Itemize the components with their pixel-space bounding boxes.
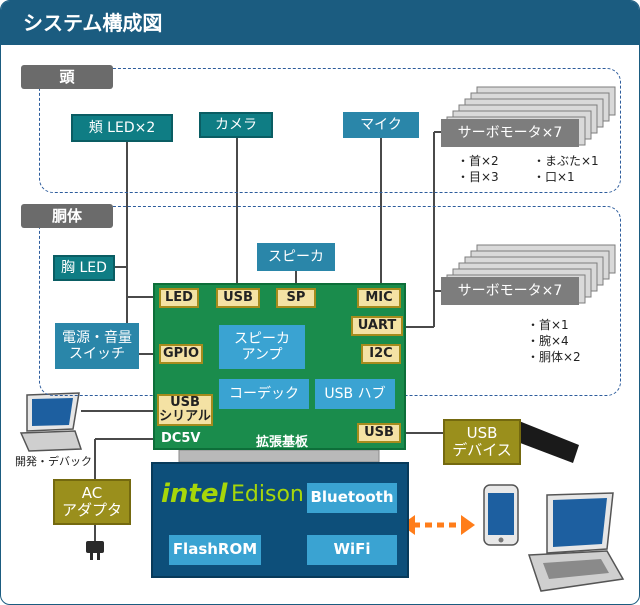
servo-head-notes-left: ・首×2 ・目×3	[457, 154, 499, 184]
board-port-mic: MIC	[357, 288, 401, 308]
section-head-label: 頭	[21, 65, 113, 89]
smartphone-icon	[483, 484, 519, 546]
intel-logo: intel	[161, 479, 228, 509]
wireless-link-arrow	[401, 515, 475, 535]
title-bar: システム構成図	[1, 1, 639, 45]
dev-debug-label: 開発・デバック	[15, 455, 92, 468]
expansion-board-name: 拡張基板	[256, 435, 309, 450]
flashrom-box: FlashROM	[169, 535, 261, 565]
chest-led-box: 胸 LED	[53, 255, 115, 281]
codec-box: コーデック	[219, 379, 309, 409]
mic-box: マイク	[343, 112, 419, 138]
servo-head-notes-right: ・まぶた×1 ・口×1	[533, 154, 599, 184]
board-port-gpio: GPIO	[159, 344, 203, 364]
board-port-uart: UART	[351, 316, 403, 336]
board-port-usb: USB	[216, 288, 260, 308]
ac-plug-icon	[86, 541, 104, 560]
laptop-icon	[19, 392, 83, 452]
servo-body-box: サーボモータ×7	[441, 277, 579, 305]
servo-head-box: サーボモータ×7	[441, 119, 579, 147]
servo-body-notes: ・首×1 ・腕×4 ・胴体×2	[527, 318, 581, 364]
board-port-usb-serial: USB シリアル	[157, 394, 213, 426]
board-connector	[178, 449, 380, 463]
usb-device-box: USB デバイス	[443, 419, 521, 465]
cheek-led-box: 頬 LED×2	[71, 114, 173, 142]
edison-name: Edison	[231, 482, 304, 507]
diagram-title: システム構成図	[23, 11, 163, 35]
speaker-amp-box: スピーカ アンプ	[219, 325, 305, 369]
board-port-usb-right: USB	[357, 423, 401, 443]
board-port-led: LED	[159, 288, 199, 308]
section-body-label: 胴体	[21, 204, 113, 228]
usb-hub-box: USB ハブ	[315, 379, 395, 409]
board-port-sp: SP	[276, 288, 316, 308]
head-region	[39, 68, 621, 193]
board-port-i2c: I2C	[361, 344, 401, 364]
bluetooth-box: Bluetooth	[307, 483, 397, 513]
ac-adapter-box: AC アダプタ	[53, 479, 131, 525]
power-volume-switch-box: 電源・音量 スイッチ	[55, 323, 139, 369]
laptop-large-icon	[527, 492, 625, 592]
wifi-box: WiFi	[307, 535, 397, 565]
camera-box: カメラ	[199, 112, 273, 138]
board-dc5v-label: DC5V	[161, 431, 201, 446]
speaker-box: スピーカ	[257, 243, 335, 271]
